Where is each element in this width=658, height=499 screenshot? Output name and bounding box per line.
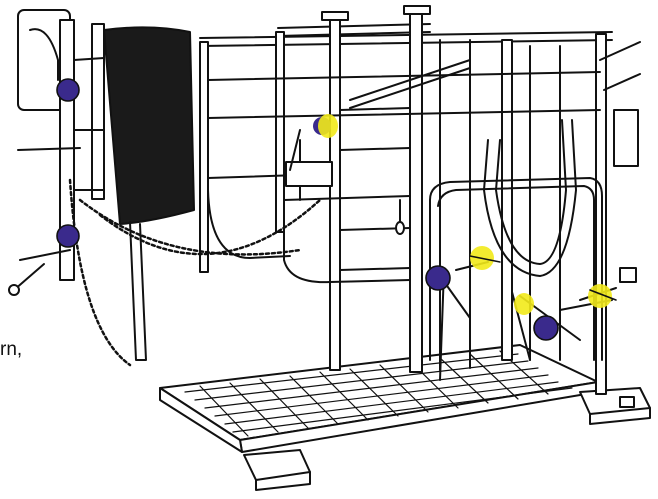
chains	[68, 178, 322, 367]
purple-marker-2	[57, 225, 79, 247]
yellow-marker-3	[514, 293, 534, 315]
yellow-marker-4	[588, 284, 612, 308]
front-arch-gate	[429, 177, 603, 361]
yellow-handle-markers	[318, 114, 612, 315]
partial-caption-text: rn,	[0, 339, 23, 360]
side-gate	[207, 139, 411, 284]
purple-marker-5	[534, 316, 558, 340]
head-gate	[8, 9, 105, 296]
purple-marker-4	[426, 266, 450, 290]
yellow-marker-1	[318, 114, 338, 138]
belly-sling	[483, 119, 577, 277]
floor-platform	[159, 344, 599, 453]
purple-handle-markers	[57, 79, 558, 340]
rubber-mat	[103, 26, 195, 361]
purple-marker-1	[57, 79, 79, 101]
